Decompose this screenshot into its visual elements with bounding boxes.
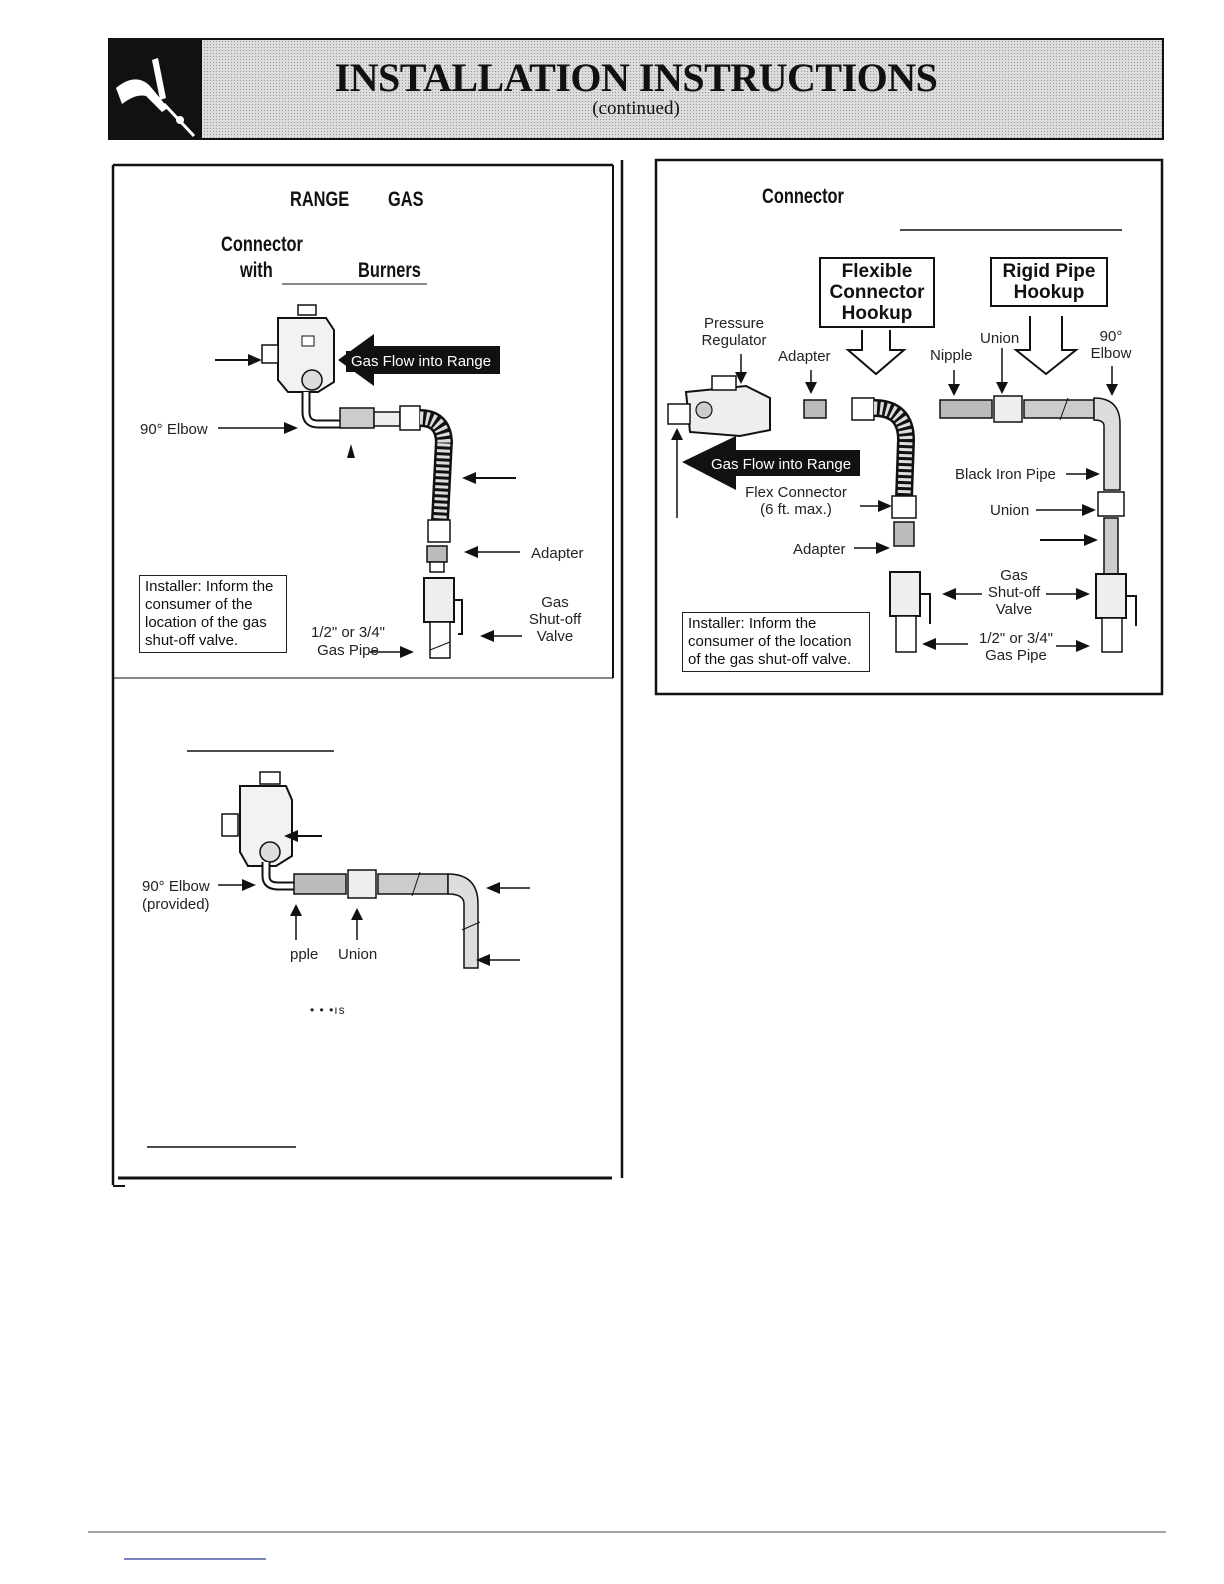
bullet-marks: • • •ıs [310,1003,346,1017]
callout-flexible-line3: Hookup [841,303,913,324]
flex-label-line2: (6 ft. max.) [760,501,832,518]
callout-rigid-line1: Rigid Pipe [1002,261,1096,282]
callout-rigid: Rigid Pipe Hookup [990,257,1108,307]
valve-right-line2: Shut-off [987,584,1041,601]
valve-label-line1: Gas [541,594,569,611]
callout-flexible: Flexible Connector Hookup [819,257,935,328]
pressure-regulator-icon [221,771,293,867]
valve-label-line3: Valve [536,628,574,645]
gas-flow-tag: Gas Flow into Range [346,351,497,372]
subheading-burners: Burners [358,259,421,282]
pipe-label-line1: 1/2" or 3/4" [310,624,386,641]
pressure-label-line1: Pressure [703,315,765,332]
pressure-regulator-icon [261,304,335,393]
pipe-right-label: 1/2" or 3/4" Gas Pipe [970,630,1062,664]
adapter-bottom-label: Adapter [793,541,846,558]
elbow-provided-line1: 90° Elbow [142,878,210,895]
nipple-right-label: Nipple [930,347,973,364]
black-iron-pipe-label: Black Iron Pipe [955,466,1056,483]
installer-note: Installer: Inform the consumer of the lo… [139,575,287,653]
elbow-right-label: 90° Elbow [1086,328,1136,362]
union-label: Union [338,946,378,963]
adapter-top-label: Adapter [778,348,831,365]
pipe-label-line2: Gas Pipe [317,642,379,659]
union-top-label: Union [980,330,1020,347]
elbow-provided-line2: (provided) [142,896,210,913]
heading-connector: Connector [762,185,844,208]
heading-gas: GAS [388,188,424,211]
installer-note-right: Installer: Inform the consumer of the lo… [682,612,870,672]
pressure-regulator-label: Pressure Regulator [694,315,774,349]
pressure-regulator-icon [667,375,771,438]
valve-label-line2: Shut-off [528,611,582,628]
callout-rigid-line2: Hookup [1013,282,1085,303]
pipe-right-line1: 1/2" or 3/4" [978,630,1054,647]
union-mid-label: Union [990,502,1030,519]
valve-right-line1: Gas [1000,567,1028,584]
flex-label-line1: Flex Connector [745,484,847,501]
page-subtitle: (continued) [592,98,680,119]
subheading-with: with [240,259,273,282]
pressure-label-line2: Regulator [701,332,767,349]
subheading-connector: Connector [221,233,303,256]
pipe-label: 1/2" or 3/4" Gas Pipe [300,624,396,659]
elbow-provided-label: 90° Elbow (provided) [142,878,210,913]
valve-label: Gas Shut-off Valve [524,594,586,645]
flex-connector-label: Flex Connector (6 ft. max.) [736,484,856,518]
pipe-right-line2: Gas Pipe [985,647,1047,664]
callout-flexible-line1: Flexible [841,261,913,282]
callout-flexible-line2: Connector [829,282,925,303]
page-title: INSTALLATION INSTRUCTIONS [334,55,938,100]
adapter-label: Adapter [531,545,584,562]
heading-range: RANGE [290,188,350,211]
hand-tool-icon [108,38,202,140]
elbow-label: 90° Elbow [140,421,208,438]
header-banner: INSTALLATION INSTRUCTIONS (continued) [108,38,1164,140]
elbow-right-line2: Elbow [1090,345,1132,362]
valve-right-line3: Valve [995,601,1033,618]
elbow-right-line1: 90° [1099,328,1123,345]
nipple-label: pple [290,946,319,963]
gas-flow-tag-right: Gas Flow into Range [706,454,857,475]
valve-right-label: Gas Shut-off Valve [982,567,1046,618]
